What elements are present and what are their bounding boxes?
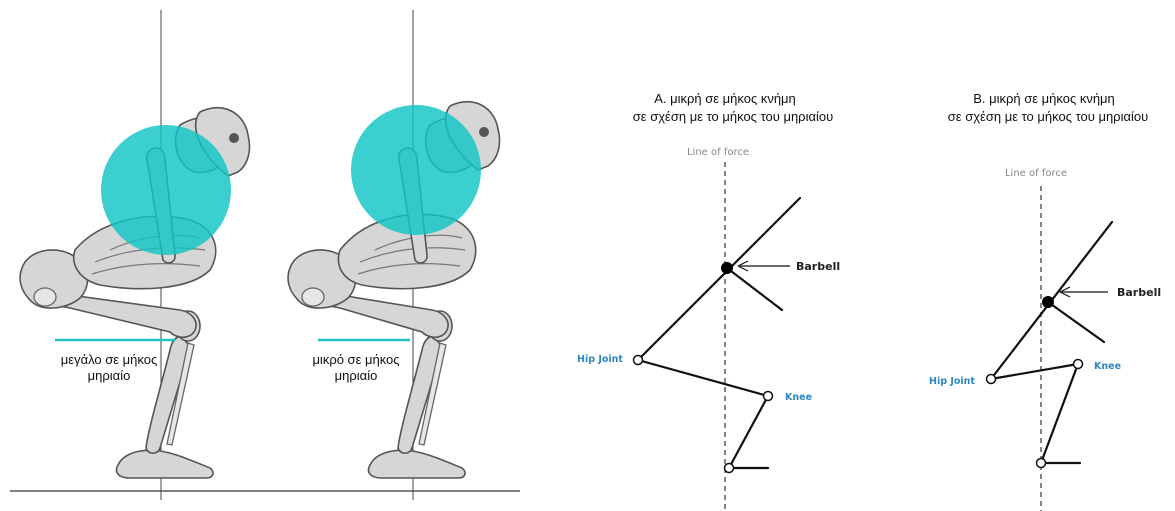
- diagram-b-barbell-label: Barbell: [1117, 286, 1161, 299]
- diagram-a-upper-body: [638, 198, 800, 360]
- skeleton-2-hip-socket: [302, 288, 324, 306]
- skeleton-1-label-line1: μεγάλο σε μήκος: [61, 352, 157, 367]
- diagram-a-hip-joint-label: Hip Joint: [577, 354, 623, 365]
- skeleton-short-femur: μικρό σε μήκος μηριαίο: [288, 102, 499, 478]
- diagram-a-line-of-force-label: Line of force: [687, 147, 749, 158]
- diagram-a-arm: [727, 268, 782, 310]
- diagram-b-title-line2: σε σχέση με το μήκος του μηριαίου: [948, 109, 1148, 124]
- diagram-b-hip-joint: [987, 375, 996, 384]
- diagram-a-title-line1: Α. μικρή σε μήκος κνήμη: [654, 91, 796, 106]
- skeleton-2-barbell-circle: [351, 105, 481, 235]
- diagram-b-barbell-point: [1042, 296, 1054, 308]
- skeleton-1-eye-socket: [229, 133, 239, 143]
- diagram-a-title-line2: σε σχέση με το μήκος του μηριαίου: [633, 109, 833, 124]
- skeleton-2-foot: [369, 450, 466, 478]
- skeleton-1-foot: [117, 450, 214, 478]
- diagram-b-arm: [1048, 302, 1104, 342]
- skeleton-2-label-line1: μικρό σε μήκος: [312, 352, 399, 367]
- diagram-b-femur: [991, 364, 1078, 379]
- diagram-b-line-of-force-label: Line of force: [1005, 168, 1067, 179]
- diagram-b: Β. μικρή σε μήκος κνήμη σε σχέση με το μ…: [929, 91, 1161, 511]
- diagram-b-knee-joint: [1074, 360, 1083, 369]
- diagram-a-tibia: [729, 396, 768, 468]
- skeleton-long-femur: μεγάλο σε μήκος μηριαίο: [20, 108, 249, 478]
- diagram-a-femur: [638, 360, 768, 396]
- skeleton-1-label-line2: μηριαίο: [88, 368, 131, 383]
- diagram-b-knee-label: Knee: [1094, 361, 1121, 372]
- diagram-a-hip-joint: [634, 356, 643, 365]
- diagram-b-hip-joint-label: Hip Joint: [929, 376, 975, 387]
- diagram-a-barbell-label: Barbell: [796, 260, 840, 273]
- diagram-a-barbell-point: [721, 262, 733, 274]
- diagram-a-knee-joint: [764, 392, 773, 401]
- diagram-b-title-line1: Β. μικρή σε μήκος κνήμη: [973, 91, 1115, 106]
- skeleton-2-label-line2: μηριαίο: [335, 368, 378, 383]
- skeleton-2-eye-socket: [479, 127, 489, 137]
- skeleton-1-barbell-circle: [101, 125, 231, 255]
- skeleton-1-hip-socket: [34, 288, 56, 306]
- diagram-b-ankle-joint: [1037, 459, 1046, 468]
- diagram-a: Α. μικρή σε μήκος κνήμη σε σχέση με το μ…: [577, 91, 840, 511]
- diagram-b-tibia: [1041, 364, 1078, 463]
- diagram-a-knee-label: Knee: [785, 392, 812, 403]
- diagram-a-ankle-joint: [725, 464, 734, 473]
- skeleton-panel: μεγάλο σε μήκος μηριαίο: [10, 10, 520, 500]
